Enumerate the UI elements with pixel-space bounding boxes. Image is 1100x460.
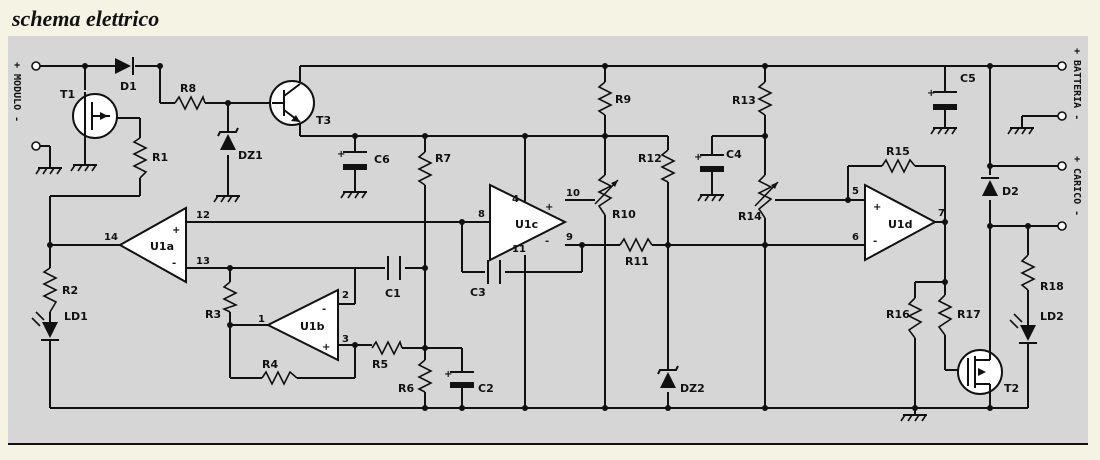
svg-text:+: + [322, 342, 330, 353]
zener-diodes [217, 120, 999, 388]
svg-text:10: 10 [566, 188, 580, 199]
battery-terminal-label: + BATTERIA - [1071, 48, 1082, 120]
label-r16: R16 [886, 308, 910, 321]
svg-text:2: 2 [342, 290, 349, 301]
transistor-t1 [72, 92, 118, 139]
svg-text:7: 7 [938, 208, 945, 219]
pin-numbers: 14 12 13 1 2 3 4 8 10 9 11 5 6 7 [104, 186, 945, 345]
capacitors [343, 91, 957, 388]
svg-text:12: 12 [196, 210, 210, 221]
label-d2: D2 [1002, 185, 1019, 198]
svg-text:+: + [873, 202, 881, 213]
component-labels: T1 D1 R8 T3 DZ1 R1 R2 LD1 C6 R7 R9 R12 R… [60, 72, 1064, 395]
op-amps [117, 183, 938, 362]
svg-text:+: + [172, 225, 180, 236]
label-u1c: U1c [515, 218, 538, 231]
label-r11: R11 [625, 255, 649, 268]
charge-terminal-label: + CARICO - [1071, 156, 1082, 216]
label-c6: C6 [374, 153, 390, 166]
svg-text:+: + [545, 202, 553, 213]
label-r8: R8 [180, 82, 196, 95]
svg-text:9: 9 [566, 232, 573, 243]
transistor-t3 [269, 80, 315, 126]
label-r17: R17 [957, 308, 981, 321]
label-c4: C4 [726, 148, 742, 161]
svg-text:11: 11 [512, 244, 526, 255]
terminals [31, 61, 1067, 231]
svg-text:14: 14 [104, 232, 118, 243]
svg-text:+: + [927, 88, 935, 99]
label-c5: C5 [960, 72, 976, 85]
label-ld1: LD1 [64, 310, 88, 323]
label-r18: R18 [1040, 280, 1064, 293]
label-c2: C2 [478, 382, 494, 395]
trimmers [594, 174, 779, 219]
label-r13: R13 [732, 94, 756, 107]
label-r15: R15 [886, 145, 910, 158]
label-r14: R14 [738, 210, 762, 223]
label-t3: T3 [316, 114, 331, 127]
svg-text:-: - [172, 258, 176, 269]
ground-symbols [35, 127, 1034, 422]
label-r5: R5 [372, 358, 388, 371]
wires [38, 65, 1060, 415]
label-dz1: DZ1 [238, 149, 263, 162]
svg-text:-: - [873, 236, 877, 247]
label-r10: R10 [612, 208, 636, 221]
label-d1: D1 [120, 80, 137, 93]
svg-text:+: + [337, 149, 345, 160]
label-c1: C1 [385, 287, 401, 300]
input-terminal-label: + MODULO - [11, 62, 22, 122]
leds [31, 311, 1037, 344]
diode-d1 [115, 57, 134, 75]
label-r1: R1 [152, 151, 168, 164]
svg-text:+: + [444, 369, 452, 380]
label-r2: R2 [62, 284, 78, 297]
svg-text:6: 6 [852, 232, 859, 243]
resistors [42, 81, 1036, 393]
svg-text:5: 5 [852, 186, 859, 197]
label-r4: R4 [262, 358, 278, 371]
label-c3: C3 [470, 286, 486, 299]
svg-text:13: 13 [196, 256, 210, 267]
svg-text:3: 3 [342, 334, 349, 345]
schematic-title: schema elettrico [12, 6, 160, 31]
polarity-signs: + + + + + - - + + - + - [172, 88, 935, 380]
label-r3: R3 [205, 308, 221, 321]
label-r6: R6 [398, 382, 414, 395]
svg-text:4: 4 [512, 194, 519, 205]
label-t1: T1 [60, 88, 75, 101]
transistor-t2 [957, 342, 1003, 396]
label-dz2: DZ2 [680, 382, 705, 395]
svg-text:+: + [694, 152, 702, 163]
label-ld2: LD2 [1040, 310, 1064, 323]
label-r12: R12 [638, 152, 662, 165]
junctions [47, 63, 1031, 411]
label-u1b: U1b [300, 320, 325, 333]
svg-text:8: 8 [478, 209, 485, 220]
label-t2: T2 [1004, 382, 1019, 395]
svg-text:1: 1 [258, 314, 265, 325]
label-u1d: U1d [888, 218, 912, 231]
label-r9: R9 [615, 93, 631, 106]
svg-text:-: - [322, 304, 326, 315]
label-u1a: U1a [150, 240, 174, 253]
label-r7: R7 [435, 152, 451, 165]
svg-text:-: - [545, 236, 549, 247]
